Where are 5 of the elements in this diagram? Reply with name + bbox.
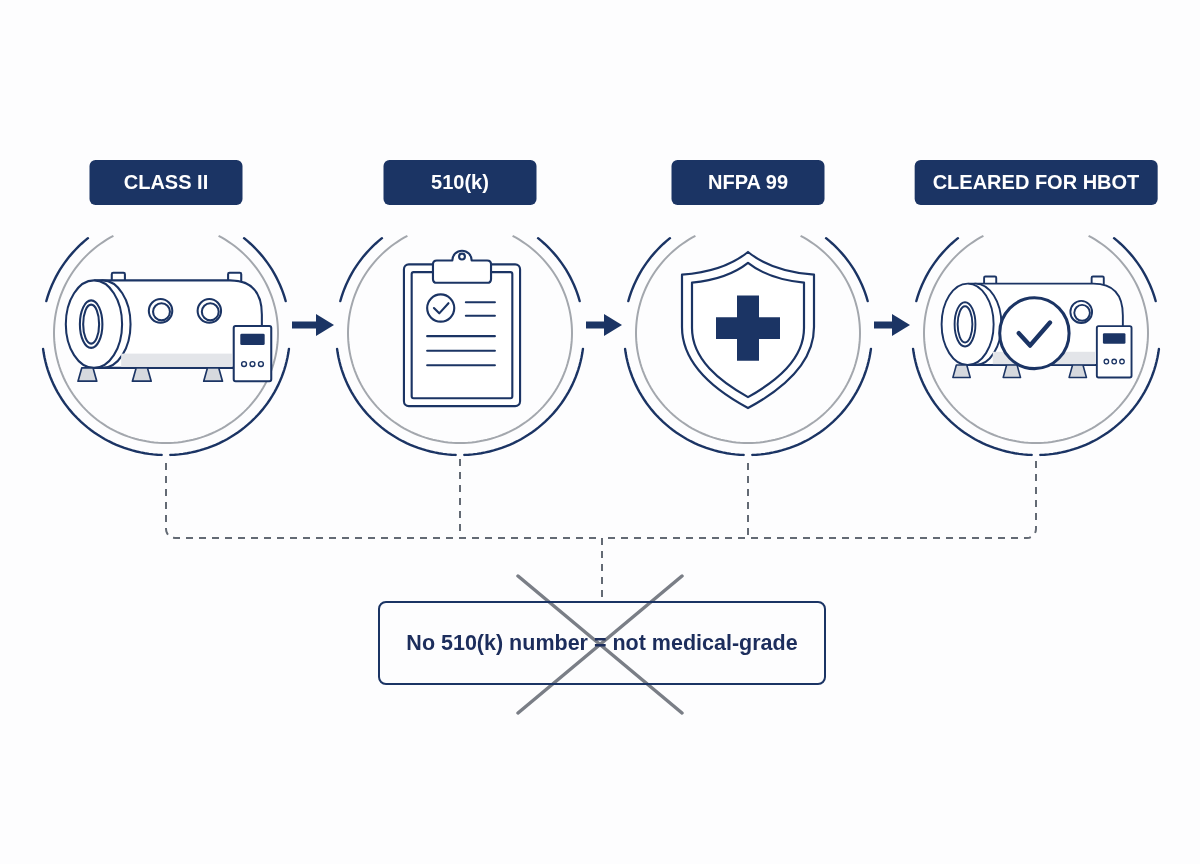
step-heading: CLEARED FOR HBOT [914,160,1158,205]
step-heading: CLASS II [89,160,243,205]
step-heading: NFPA 99 [671,160,825,205]
step-heading: 510(k) [383,160,537,205]
note-box [378,601,826,685]
